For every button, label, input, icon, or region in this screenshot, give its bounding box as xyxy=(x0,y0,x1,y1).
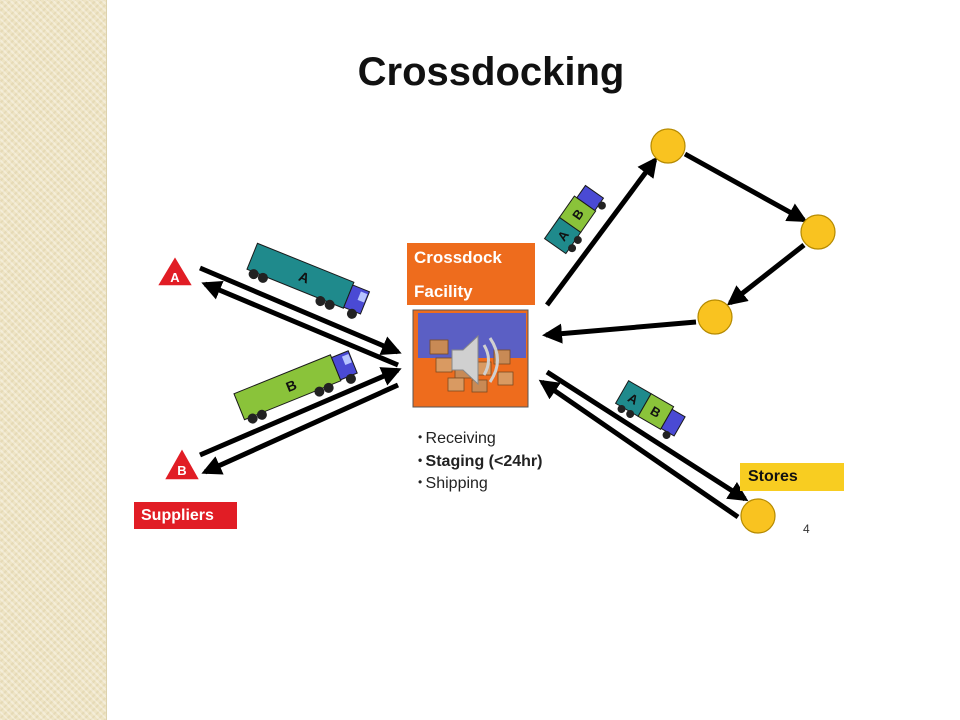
crossdock-facility-label: Crossdock Facility xyxy=(407,243,535,305)
supplier-b-letter: B xyxy=(177,463,186,478)
arrow-store2-to-store3 xyxy=(726,243,806,306)
store-arrows xyxy=(538,151,808,520)
arrow-a-to-facility xyxy=(199,265,402,355)
supplier-arrows xyxy=(199,265,402,475)
arrow-facility-to-store1 xyxy=(544,156,658,307)
facility-line1: Crossdock xyxy=(414,248,502,267)
warning-triangle-icon xyxy=(155,254,195,287)
supplier-a-letter: A xyxy=(170,270,180,285)
speaker-icon xyxy=(451,334,499,386)
store-node xyxy=(650,128,686,164)
facility-line2: Facility xyxy=(414,282,473,301)
page-title: Crossdocking xyxy=(357,50,625,94)
truck-b-inbound: B xyxy=(233,347,361,427)
truck-ab-to-stores-lower: A B xyxy=(614,380,686,439)
side-panel xyxy=(0,0,107,720)
step-receiving: Receiving xyxy=(418,427,542,450)
arrow-facility-to-a xyxy=(201,280,399,368)
step-shipping: Shipping xyxy=(418,472,542,495)
suppliers-label: Suppliers xyxy=(134,502,237,529)
supplier-a: A xyxy=(155,254,195,287)
arrow-store4-to-facility xyxy=(538,379,740,520)
stores-label: Stores xyxy=(740,463,844,491)
step-staging: Staging (<24hr) xyxy=(418,450,543,473)
arrow-facility-to-b xyxy=(201,382,400,475)
store-node xyxy=(740,498,776,534)
page-number: 4 xyxy=(803,522,810,536)
process-steps-list: Receiving Staging (<24hr) Shipping xyxy=(418,427,543,495)
store-node xyxy=(800,214,836,250)
truck-a-inbound: A xyxy=(243,242,372,322)
supplier-b: B xyxy=(162,446,202,481)
store-node xyxy=(697,299,733,335)
arrow-store1-to-store2 xyxy=(683,151,808,223)
arrow-facility-to-store4 xyxy=(545,369,749,502)
warning-triangle-icon xyxy=(162,446,202,481)
store-nodes xyxy=(650,128,836,534)
arrow-store3-to-facility xyxy=(542,319,697,344)
truck-ab-to-stores: A B xyxy=(543,184,606,255)
arrow-b-to-facility xyxy=(199,367,402,458)
facility-image xyxy=(412,309,529,408)
